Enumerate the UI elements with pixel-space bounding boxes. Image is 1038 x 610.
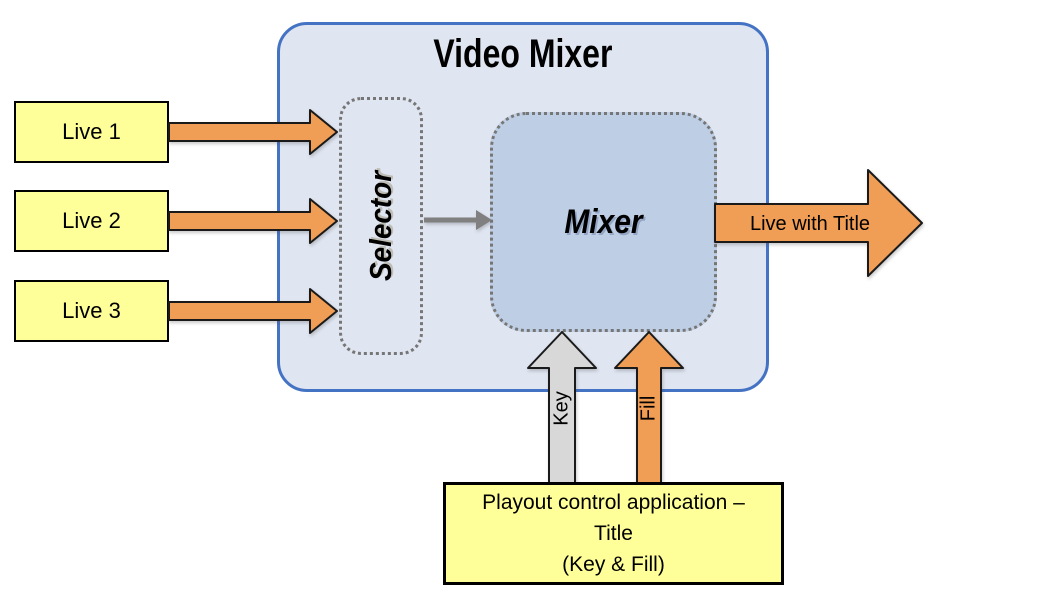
connector-head (476, 210, 492, 230)
arrow-shape (168, 109, 338, 155)
live3-box: Live 3 (14, 280, 169, 342)
live1-arrow-icon (168, 109, 338, 155)
playout-line2: Title (594, 522, 633, 545)
arrow-shape (168, 288, 338, 334)
live1-label: Live 1 (62, 119, 121, 144)
mixer-label: Mixer (564, 202, 643, 241)
playout-line3: (Key & Fill) (562, 553, 665, 576)
output-label-text: Live with Title (749, 212, 871, 235)
key-label-text: Key (550, 390, 573, 426)
live3-label: Live 3 (62, 298, 121, 323)
output-arrow-icon (714, 169, 923, 277)
playout-control-box: Playout control application – Title (Key… (443, 482, 784, 585)
output-label: Live with Title (714, 204, 906, 244)
mixer-box: Mixer (490, 112, 717, 332)
fill-label: Fill (621, 366, 677, 450)
live2-label: Live 2 (62, 208, 121, 233)
selector-box: Selector (339, 97, 423, 355)
video-mixer-title-text: Video Mixer (433, 31, 613, 76)
live1-box: Live 1 (14, 101, 169, 163)
page-title: Video Mixer (277, 30, 769, 78)
selector-to-mixer-arrow-icon (424, 210, 492, 230)
playout-line1: Playout control application – (482, 491, 745, 514)
live2-arrow-icon (168, 198, 338, 244)
selector-label: Selector (363, 170, 398, 282)
live3-arrow-icon (168, 288, 338, 334)
arrow-shape (714, 169, 923, 277)
key-label: Key (534, 366, 590, 450)
fill-label-text: Fill (637, 395, 660, 421)
arrow-shape (168, 198, 338, 244)
live2-box: Live 2 (14, 190, 169, 252)
